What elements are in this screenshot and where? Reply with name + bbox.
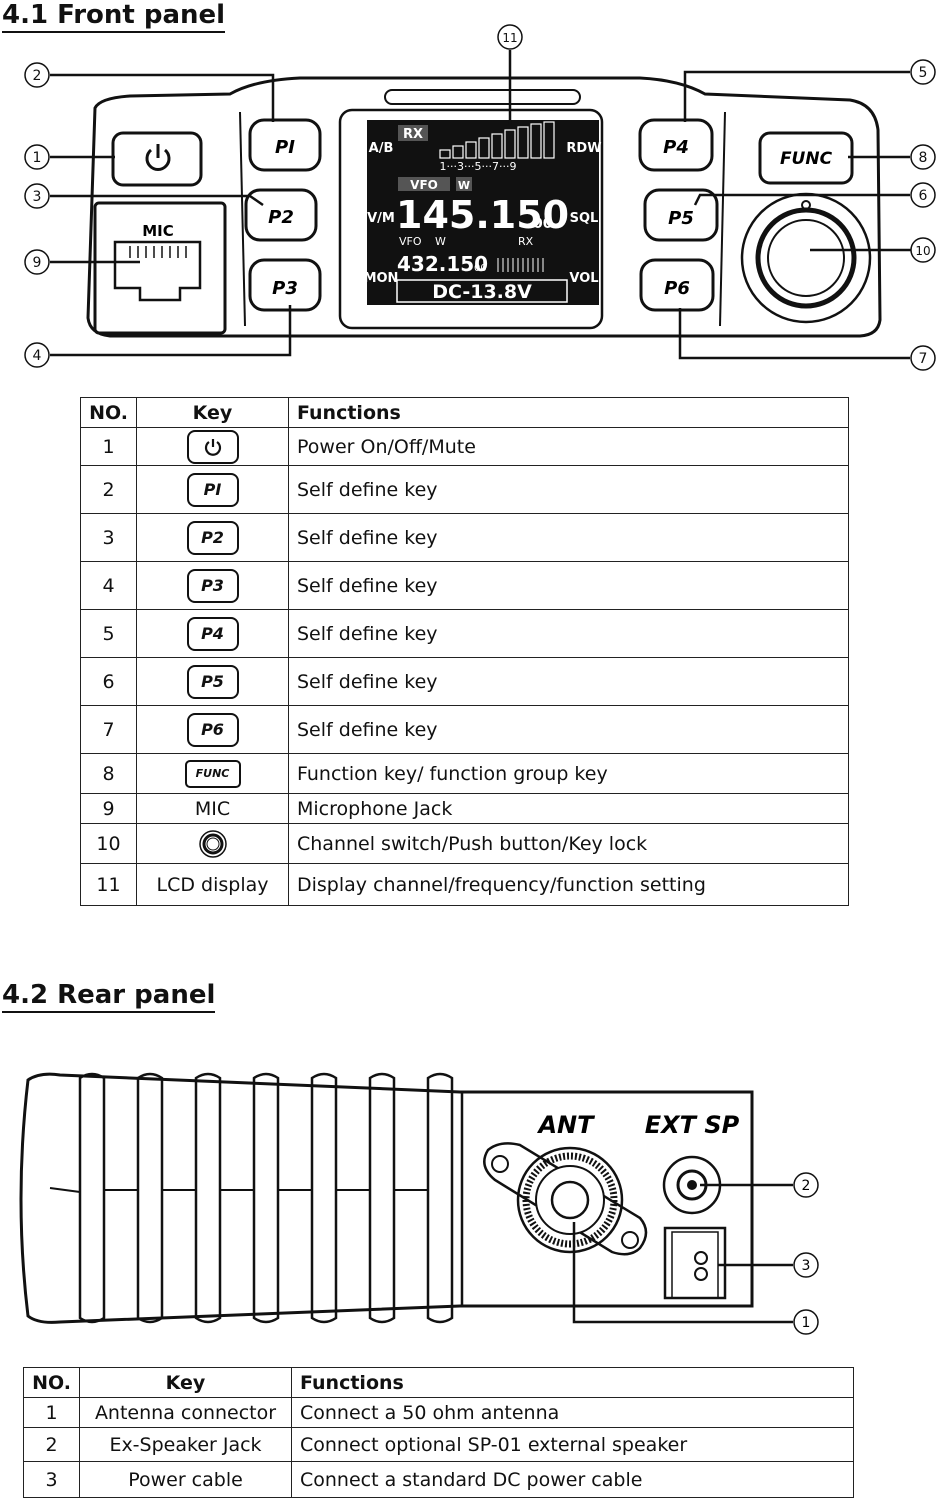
callout-11: 11	[502, 31, 517, 45]
table-row: 8 FUNC Function key/ function group key	[80, 753, 849, 794]
p4-key-icon: P4	[186, 616, 239, 651]
p4-button[interactable]: P4	[638, 118, 714, 172]
p5-key-icon: P5	[186, 664, 239, 699]
callout-2: 2	[33, 68, 42, 84]
rear-table-header-functions: Functions	[291, 1367, 854, 1398]
callout-4: 4	[33, 348, 42, 364]
channel-knob[interactable]	[740, 192, 872, 324]
lcd-tag-vm: V/M	[367, 211, 395, 226]
table-row: 10 Channel switch/Push button/Key lock	[80, 823, 849, 864]
table-row: 3 P2 Self define key	[80, 513, 849, 562]
lcd-scale: 1···3···5···7···9	[440, 160, 517, 173]
svg-text:P6: P6	[664, 278, 690, 299]
lcd-main-frequency-small: 00	[533, 216, 553, 232]
lcd-tag-sql: SQL	[570, 211, 599, 226]
table-row: 9 MIC Microphone Jack	[80, 793, 849, 824]
power-icon	[145, 144, 171, 171]
ext-sp-label: EXT SP	[645, 1111, 740, 1139]
power-icon	[186, 429, 239, 464]
svg-text:PI: PI	[275, 137, 295, 158]
front-panel-table: NO. Key Functions 1 Power On/Off/Mute 2 …	[80, 397, 849, 906]
svg-text:P2: P2	[268, 207, 294, 228]
table-header-key: Key	[136, 397, 289, 428]
rear-panel-diagram: ANT EXT SP 1 2 3	[19, 1072, 819, 1335]
svg-text:P4: P4	[663, 137, 689, 158]
p1-button[interactable]: PI	[248, 118, 322, 172]
table-row: 2 Ex-Speaker Jack Connect optional SP-01…	[23, 1427, 854, 1462]
svg-text:FUNC: FUNC	[780, 149, 833, 169]
callout-1: 1	[33, 150, 42, 166]
callout-7: 7	[919, 351, 928, 367]
ant-label: ANT	[536, 1111, 595, 1139]
table-header-functions: Functions	[288, 397, 849, 428]
table-row: 5 P4 Self define key	[80, 609, 849, 658]
power-cable-port[interactable]	[663, 1226, 727, 1300]
rear-panel-heading: 4.2 Rear panel	[2, 980, 216, 1013]
lcd-display	[367, 120, 599, 305]
p2-button[interactable]: P2	[244, 188, 318, 242]
p1-key-icon: PI	[186, 472, 239, 507]
knob-icon	[198, 829, 227, 858]
table-row: 6 P5 Self define key	[80, 657, 849, 706]
table-row: 3 Power cable Connect a standard DC powe…	[23, 1461, 854, 1498]
table-row: 11 LCD display Display channel/frequency…	[80, 863, 849, 906]
p3-button[interactable]: P3	[248, 258, 322, 312]
svg-text:P5: P5	[668, 208, 694, 229]
front-panel-heading: 4.1 Front panel	[2, 0, 226, 33]
svg-text:P3: P3	[272, 278, 298, 299]
callout-9: 9	[33, 255, 42, 271]
p2-key-icon: P2	[186, 520, 239, 555]
table-row: 1 Antenna connector Connect a 50 ohm ant…	[23, 1397, 854, 1428]
p5-button[interactable]: P5	[643, 188, 719, 242]
lcd-tag-ab: A/B	[369, 141, 394, 156]
callout-10: 10	[915, 244, 930, 258]
lcd-vfo-top: VFO	[410, 178, 438, 192]
callout-8: 8	[919, 150, 928, 166]
power-button[interactable]	[111, 131, 203, 187]
rear-table-header-key: Key	[79, 1367, 292, 1398]
table-row: 2 PI Self define key	[80, 465, 849, 514]
func-key-icon: FUNC	[184, 759, 241, 788]
lcd-vfo-bottom: VFO	[399, 235, 422, 248]
table-header-no: NO.	[80, 397, 137, 428]
table-row: 7 P6 Self define key	[80, 705, 849, 754]
func-button[interactable]: FUNC	[758, 131, 854, 185]
front-panel-diagram: MIC PI P2 P3 A/B V/M MON RDW SQL VOL RX …	[24, 24, 936, 371]
lcd-tag-rdw: RDW	[566, 141, 601, 156]
callout-3: 3	[33, 189, 42, 205]
rear-callout-2: 2	[802, 1178, 811, 1194]
lcd-tag-mon: MON	[364, 271, 399, 286]
mic-jack[interactable]	[93, 201, 227, 335]
lcd-rx-bottom: RX	[518, 235, 534, 248]
table-row: 4 P3 Self define key	[80, 561, 849, 610]
p3-key-icon: P3	[186, 568, 239, 603]
rear-callout-3: 3	[802, 1258, 811, 1274]
antenna-connector[interactable]	[483, 1142, 648, 1256]
p6-key-icon: P6	[186, 712, 239, 747]
lcd-voltage: DC-13.8V	[432, 281, 532, 303]
lcd-main-frequency: 145.150	[396, 193, 569, 237]
callout-5: 5	[919, 65, 928, 81]
rear-panel-table: NO. Key Functions 1 Antenna connector Co…	[23, 1367, 854, 1498]
lcd-sub-frequency: 432.150	[397, 252, 488, 276]
lcd-tag-vol: VOL	[569, 271, 598, 286]
lcd-w-bottom: W	[435, 235, 446, 248]
rear-callout-1: 1	[802, 1315, 811, 1331]
lcd-rx: RX	[403, 127, 423, 142]
lcd-sub-frequency-small: 00	[474, 263, 487, 274]
mic-label: MIC	[142, 222, 174, 240]
callout-6: 6	[919, 188, 928, 204]
rear-table-header-no: NO.	[23, 1367, 80, 1398]
p6-button[interactable]: P6	[639, 258, 715, 312]
table-row: 1 Power On/Off/Mute	[80, 427, 849, 466]
lcd-w-top: W	[458, 179, 470, 192]
